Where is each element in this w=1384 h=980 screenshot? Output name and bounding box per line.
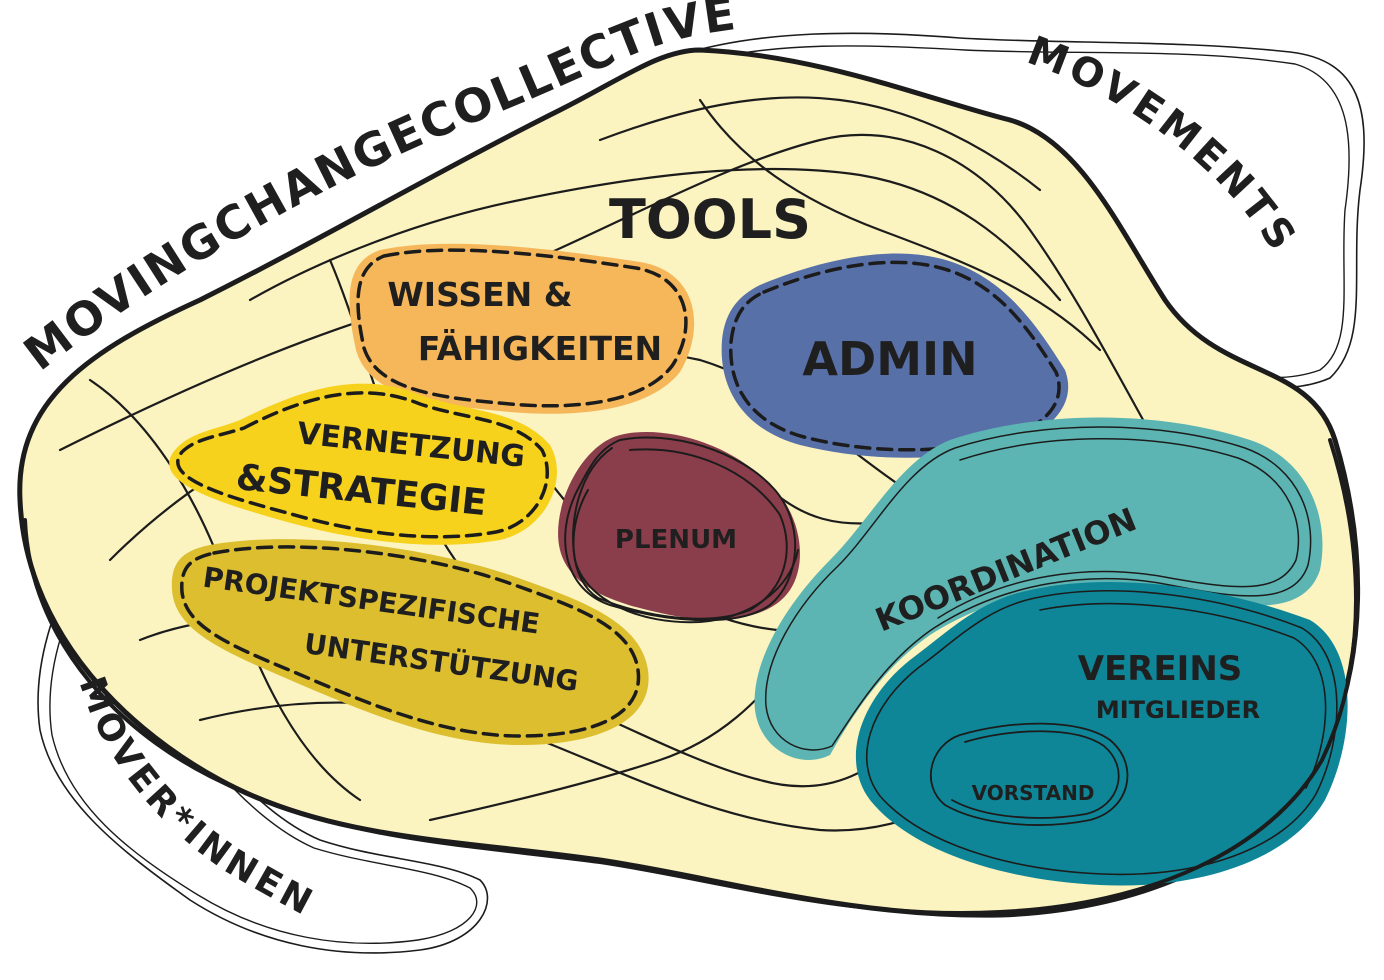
vorstand-label: VORSTAND [972, 781, 1095, 805]
wissen-blob [349, 243, 695, 414]
vereinsmitglieder-scribble [865, 590, 1338, 876]
plenum-label: PLENUM [615, 525, 737, 555]
vereins-label-line2: MITGLIEDER [1096, 696, 1260, 724]
tools-label: TOOLS [609, 188, 811, 251]
wissen-label-line2: FÄHIGKEITEN [418, 328, 662, 368]
collective-outline [23, 438, 1358, 916]
admin-label: ADMIN [802, 332, 977, 386]
koordination-scribble [765, 426, 1312, 751]
admin-blob [721, 253, 1069, 458]
vorstand-region [929, 722, 1129, 826]
vereins-label-line1: VEREINS [1078, 649, 1243, 689]
plenum-scribble [564, 436, 799, 624]
vernetzung-blob [169, 383, 557, 545]
vereinsmitglieder-blob [855, 581, 1348, 886]
plenum-blob [558, 431, 800, 620]
wissen-label-line1: WISSEN & [387, 275, 572, 314]
